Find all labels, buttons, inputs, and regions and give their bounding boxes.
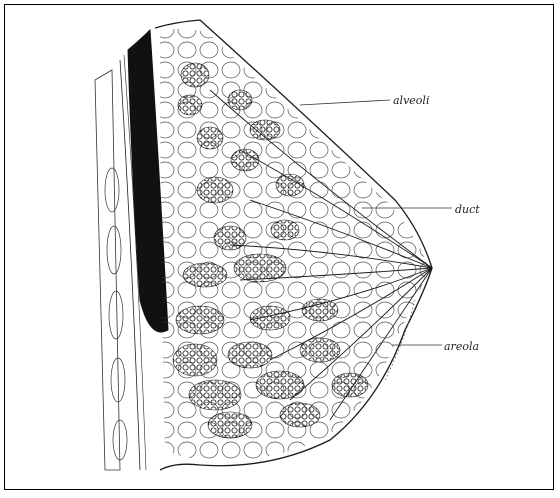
duct-label: duct [455,203,480,216]
areola-label: areola [444,340,479,353]
chest-wall [95,70,127,470]
alveoli-leader-line [300,100,390,105]
alveoli-label: alveoli [393,94,429,107]
